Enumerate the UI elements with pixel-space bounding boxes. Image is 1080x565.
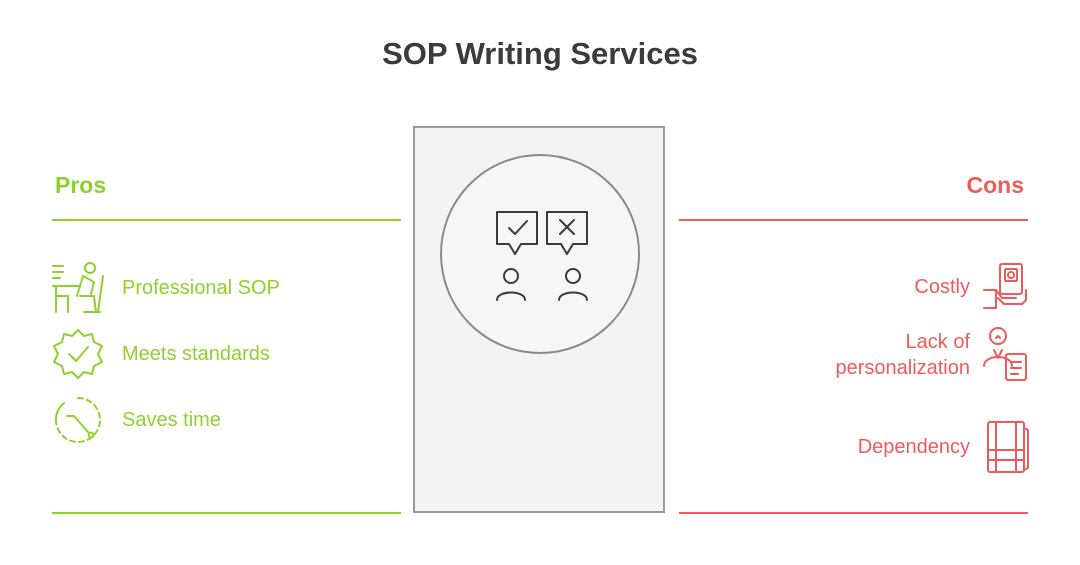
pros-heading: Pros [55, 172, 107, 198]
cons-item-label: Costly [914, 276, 970, 298]
center-circle [440, 154, 640, 354]
page-title: SOP Writing Services [382, 36, 698, 71]
layered-panels-icon [987, 421, 1029, 473]
money-hand-icon [983, 263, 1027, 309]
cons-item-costly: Costly [914, 260, 1030, 314]
pros-item-label: Saves time [122, 409, 221, 431]
professional-worker-icon [52, 262, 104, 313]
cons-item-dependency: Dependency [858, 420, 1030, 474]
pros-item-label: Professional SOP [122, 277, 280, 299]
cons-top-divider [679, 219, 1028, 221]
person-document-icon [983, 327, 1027, 381]
cons-item-lack-of-personalization: Lack of personalization [820, 326, 1030, 384]
cons-heading: Cons [966, 172, 1025, 198]
cons-item-label: Dependency [857, 436, 970, 458]
cons-item-label: Lack of personalization [835, 331, 970, 379]
pros-top-divider [52, 219, 401, 221]
pros-cons-people-icon [496, 211, 588, 301]
pros-item-label: Meets standards [122, 343, 270, 365]
pros-item-meets-standards: Meets standards [50, 328, 270, 380]
stopwatch-icon [54, 397, 101, 443]
cons-bottom-divider [679, 512, 1028, 514]
pros-item-saves-time: Saves time [50, 394, 221, 446]
pros-bottom-divider [52, 512, 401, 514]
verified-badge-icon [53, 329, 103, 379]
pros-item-professional-sop: Professional SOP [50, 262, 280, 314]
